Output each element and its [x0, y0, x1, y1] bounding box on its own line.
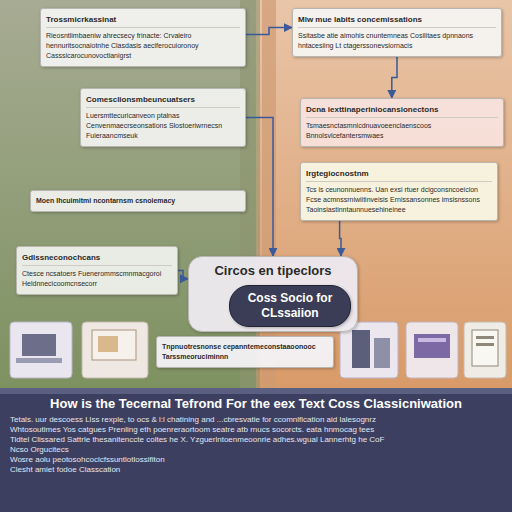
info-panel: ComesclionsmbeuncuatsersLuersmttecurican… [80, 88, 246, 147]
caption-line: Wosre aolu peotosohcoclcfssuntlotlossifi… [10, 455, 502, 465]
info-panel: Dcna iexttinaperiniocansionectonsTsmaesn… [300, 98, 504, 147]
caption-line: Clesht amiet fodoe Classcation [10, 465, 502, 475]
panel-heading: Moen Ihcuimitmi ncontarnsm csnoiemacy [36, 196, 240, 206]
flow-arrow [340, 221, 341, 256]
caption-line: Ncso Orgucitecs [10, 445, 502, 455]
flow-arrow [178, 271, 188, 279]
info-panel: TrossmicrkassinatRieosntlimbaeniw ahrecs… [40, 8, 246, 67]
flow-arrow [246, 118, 273, 257]
info-panel: GdlssneconochcansCtesce ncsatoers Fuener… [16, 246, 178, 295]
panel-heading: Circos en tipeclors [195, 263, 351, 279]
info-panel: Tnpnuotresnonse cepanntemeconstaaoonooc … [156, 336, 334, 368]
flow-arrow [392, 57, 397, 98]
caption-line: Whtosoutimes Yos catgues Prenling eth po… [10, 425, 502, 435]
caption-lines: Tetals. uur descoess Llss rexple, to ocs… [10, 415, 502, 475]
panel-heading: Tnpnuotresnonse cepanntemeconstaaoonooc … [162, 342, 328, 362]
panel-heading: Coss Socio for CLssaiion [235, 291, 345, 321]
panel-body: Tcs is ceunonnuenns. Uan exsi rtuer dcig… [306, 185, 492, 215]
panel-heading: Comesclionsmbeuncuatsers [86, 94, 240, 108]
pill-box: Coss Socio for CLssaiion [229, 285, 351, 327]
info-panel: IrgtegiocnostnmTcs is ceunonnuenns. Uan … [300, 162, 498, 221]
panel-heading: Mlw mue labits concemissations [298, 14, 496, 28]
panel-body: Ssitasbe atie aimohis cnuntemneas Cosili… [298, 31, 496, 51]
panel-heading: Dcna iexttinaperiniocansionectons [306, 104, 498, 118]
panel-body: Luersmttecuricanveon ptalnas Cenvenmaecr… [86, 111, 240, 141]
diagram-title: How is the Tecernal Tefrond For the eex … [8, 396, 504, 411]
panel-body: Rieosntlimbaeniw ahrecsecy frinacte: Crv… [46, 31, 240, 61]
panel-heading: Irgtegiocnostnm [306, 168, 492, 182]
panel-body: Ctesce ncsatoers Fuenerommscmnmacgoroi H… [22, 269, 172, 289]
center-box: Circos en tipeclorsCoss Socio for CLssai… [188, 256, 358, 332]
flow-arrow [246, 28, 292, 35]
panel-heading: Gdlssneconochcans [22, 252, 172, 266]
panel-body: Tsmaesnctasmnicdnuavoeenclaenscoos Bnnol… [306, 121, 498, 141]
panel-heading: Trossmicrkassinat [46, 14, 240, 28]
caption-line: Tidtel Clissared Sattrle thesanitenccte … [10, 435, 502, 445]
info-panel: Mlw mue labits concemissationsSsitasbe a… [292, 8, 502, 57]
info-panel: Moen Ihcuimitmi ncontarnsm csnoiemacy [30, 190, 246, 212]
caption-line: Tetals. uur descoess Llss rexple, to ocs… [10, 415, 502, 425]
